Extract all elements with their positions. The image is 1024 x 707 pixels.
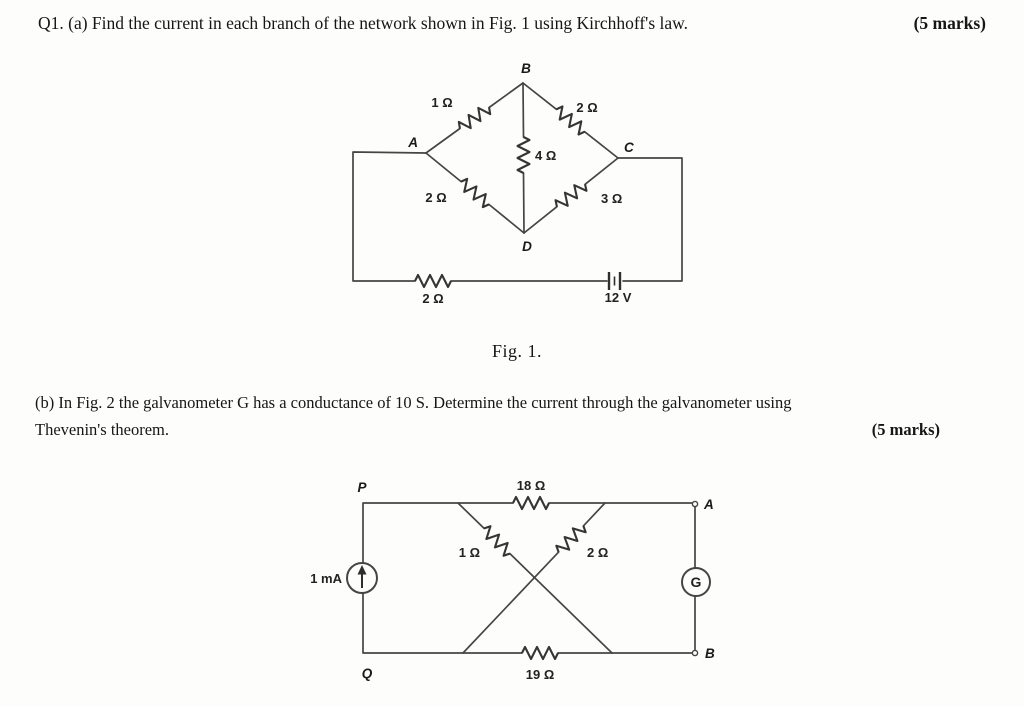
fig2-resistor-top-label: 18 Ω <box>517 478 546 493</box>
fig2-source-label: 1 mA <box>310 571 342 586</box>
wire <box>462 502 606 654</box>
fig1-resistor-bottom-label: 2 Ω <box>422 291 443 306</box>
terminal-b-dot <box>691 649 699 657</box>
wire <box>352 151 683 282</box>
fig2-resistor-bottom-label: 19 Ω <box>526 667 555 682</box>
fig2-node-b-label: B <box>705 646 715 661</box>
fig1-node-d-label: D <box>522 239 532 254</box>
battery-icon <box>607 272 622 290</box>
wire <box>457 502 613 654</box>
fig1-bridge-circuit-diagram: B A C D 1 Ω 2 Ω 4 Ω 2 Ω 3 Ω 2 Ω 12 V <box>352 61 683 306</box>
wire <box>425 152 525 234</box>
question-a-text: Q1. (a) Find the current in each branch … <box>38 13 689 33</box>
fig2-resistor-diag2-label: 2 Ω <box>587 545 608 560</box>
resistor-icon-bc <box>555 105 586 136</box>
question-b-line2: Thevenin's theorem. <box>35 420 170 439</box>
fig1-battery-label: 12 V <box>605 290 632 305</box>
question-b: (b) In Fig. 2 the galvanometer G has a c… <box>35 389 970 443</box>
resistor-icon-dc <box>554 184 588 207</box>
fig1-node-a-label: A <box>407 135 418 150</box>
resistor-icon-ab <box>457 106 492 130</box>
question-a: Q1. (a) Find the current in each branch … <box>38 13 986 34</box>
fig1-node-c-label: C <box>624 140 634 155</box>
galvanometer-label: G <box>691 574 702 590</box>
resistor-icon-bottom <box>414 273 452 289</box>
question-b-line1: (b) In Fig. 2 the galvanometer G has a c… <box>35 393 792 412</box>
resistor-icon-bd <box>516 136 531 174</box>
fig1-resistor-bc-label: 2 Ω <box>576 100 597 115</box>
resistor-icon-ad <box>460 177 490 209</box>
fig1-resistor-bd-label: 4 Ω <box>535 148 556 163</box>
fig2-galvanometer-circuit-diagram: G P Q A B 1 mA 18 Ω 1 Ω 2 Ω 19 Ω <box>310 478 715 682</box>
fig1-node-b-label: B <box>521 61 531 76</box>
wire <box>523 157 619 234</box>
fig2-node-q-label: Q <box>362 666 373 681</box>
fig1-resistor-ad-label: 2 Ω <box>425 190 446 205</box>
fig2-node-p-label: P <box>357 480 367 495</box>
fig1-resistor-ab-label: 1 Ω <box>431 95 452 110</box>
resistor-icon-diag2 <box>555 525 587 553</box>
question-a-marks: (5 marks) <box>913 13 986 33</box>
wire <box>425 82 524 154</box>
wire <box>522 82 619 159</box>
wire <box>362 502 696 654</box>
fig2-resistor-diag1-label: 1 Ω <box>459 545 480 560</box>
resistor-icon-bottom2 <box>521 645 559 661</box>
question-b-marks: (5 marks) <box>871 420 940 439</box>
fig1-caption: Fig. 1. <box>491 341 542 361</box>
resistor-icon-diag1 <box>483 525 511 557</box>
fig1-resistor-dc-label: 3 Ω <box>601 191 622 206</box>
current-source-icon <box>346 562 378 594</box>
galvanometer-icon: G <box>681 567 711 597</box>
terminal-a-dot <box>691 500 699 508</box>
wire <box>522 82 525 234</box>
fig2-node-a-label: A <box>703 497 714 512</box>
resistor-icon-top <box>512 495 550 511</box>
